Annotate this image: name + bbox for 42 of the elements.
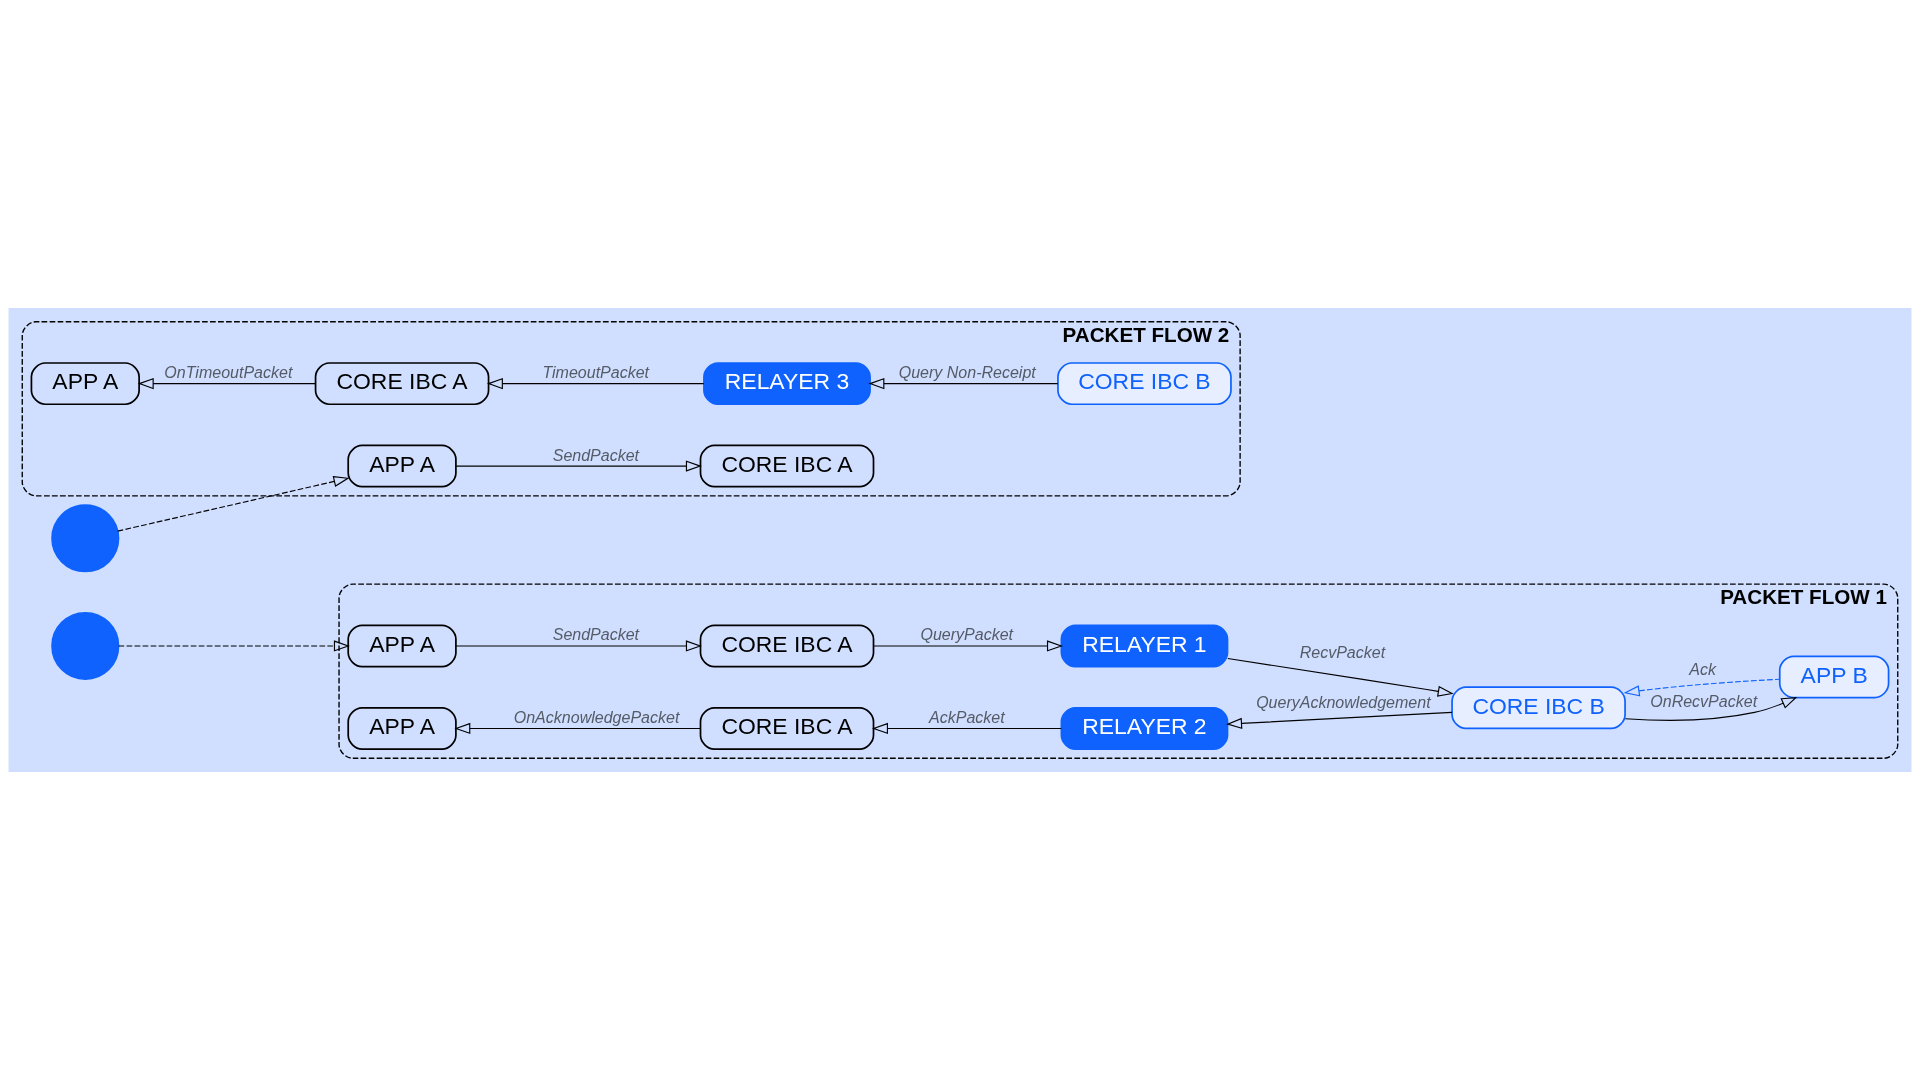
arrow xyxy=(118,640,350,652)
arrow xyxy=(454,722,701,735)
node-box: APP B xyxy=(1778,655,1890,699)
arrow xyxy=(873,640,1063,652)
node-person xyxy=(51,504,120,573)
node-box: CORE IBC A xyxy=(699,444,875,488)
arrow xyxy=(117,476,350,532)
edge-label: AckPacket xyxy=(929,707,1005,726)
node-box: APP A xyxy=(347,444,457,488)
arrow xyxy=(1623,678,1781,697)
edge-label: Ack xyxy=(1689,659,1716,678)
node-box: CORE IBC A xyxy=(699,624,875,668)
edge-label: QueryAcknowledgement xyxy=(1256,693,1431,712)
arrow xyxy=(868,378,1059,390)
arrow xyxy=(455,460,702,472)
edge-label: OnAcknowledgePacket xyxy=(513,707,680,726)
arrow xyxy=(871,722,1062,735)
node-box: APP A xyxy=(347,624,457,668)
node-box: CORE IBC B xyxy=(1057,362,1232,406)
node-box: CORE IBC A xyxy=(314,362,490,406)
node-box: RELAYER 2 xyxy=(1060,707,1229,750)
edge-label: OnRecvPacket xyxy=(1650,691,1758,710)
arrow xyxy=(1226,711,1453,729)
node-box: CORE IBC B xyxy=(1451,686,1626,730)
edge-label: QueryPacket xyxy=(920,625,1014,644)
node-box: APP A xyxy=(347,707,457,750)
arrow xyxy=(486,378,705,390)
node-box: RELAYER 1 xyxy=(1060,624,1229,668)
node-box: APP A xyxy=(30,362,140,406)
arrow xyxy=(1624,696,1798,721)
edge-label: SendPacket xyxy=(552,625,640,644)
edge-label: SendPacket xyxy=(552,445,640,464)
edge-label: OnTimeoutPacket xyxy=(164,363,293,382)
arrow xyxy=(1227,657,1454,697)
node-box: RELAYER 3 xyxy=(703,362,871,406)
edge-label: RecvPacket xyxy=(1299,642,1386,661)
edge-label: TimeoutPacket xyxy=(542,363,650,382)
edge-label: Query Non-Receipt xyxy=(898,363,1036,382)
node-box: CORE IBC A xyxy=(699,707,875,750)
arrow xyxy=(137,378,316,390)
arrow xyxy=(455,640,702,652)
node-person xyxy=(51,611,120,681)
